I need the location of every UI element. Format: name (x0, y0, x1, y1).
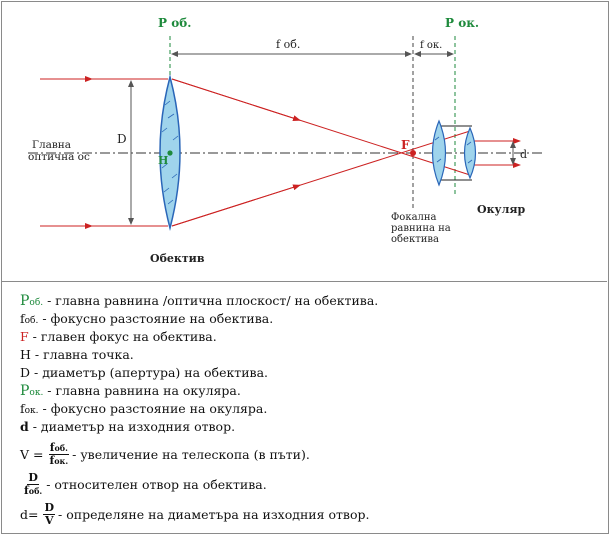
legend-V-fraction: fоб. fок. (48, 441, 69, 467)
legend-sym-H: H (20, 347, 31, 362)
legend-sym-p-ok: Pок. (20, 383, 44, 399)
legend-text-f-ok: - фокусно разстояние на окуляра. (38, 401, 268, 416)
legend-V-lhs: V = (20, 446, 44, 462)
legend-d-fraction: D V (43, 501, 56, 527)
eyepiece-label: Окуляр (477, 203, 525, 216)
legend-row-f-ok: fок. - фокусно разстояние на окуляра. (20, 400, 580, 418)
label-F: F (401, 138, 410, 152)
converging-ray-bottom-arrow (171, 184, 301, 227)
legend-text-d: - диаметър на изходния отвор. (28, 419, 236, 434)
legend-text-p-ok: - главна равнина на окуляра. (43, 383, 241, 398)
H-point (167, 150, 173, 156)
eyepiece (431, 119, 477, 187)
legend-row-relative-aperture: D fоб. - относителен отвор на обектива. (20, 472, 580, 497)
legend-text-rel: - относителен отвор на обектива. (46, 476, 267, 492)
legend-text-p-ob: - главна равнина /оптична плоскост/ на о… (43, 293, 379, 308)
divider (1, 281, 607, 282)
legend-d-lhs: d= (20, 506, 39, 522)
legend-row-d-formula: d= D V - определяне на диаметъра на изхо… (20, 502, 580, 527)
objective-label: Обектив (150, 252, 205, 265)
legend-rel-fraction: D fоб. (24, 471, 43, 497)
converging-ray-top-arrow (171, 78, 301, 122)
focal-plane-line2: равнина на (391, 223, 451, 234)
legend-sym-D: D (20, 365, 31, 380)
eyepiece-lens-1 (431, 119, 447, 187)
legend-text-D: - диаметър (апертура) на обектива. (30, 365, 269, 380)
legend-text-f-ob: - фокусно разстояние на обектива. (38, 311, 274, 326)
label-d: d (520, 148, 527, 161)
axis-label-line2: оптична ос (28, 151, 90, 163)
legend-sym-f-ob: fоб. (20, 311, 39, 326)
label-p-ob: P об. (158, 16, 191, 30)
telescope-diagram: P об. P ок. f об. f ок. D H F d Главна о… (28, 16, 545, 265)
label-H: H (158, 154, 168, 167)
label-f-ob: f об. (276, 38, 300, 51)
axis-label-line1: Главна (32, 139, 71, 151)
legend-row-V: V = fоб. fок. - увеличение на телескопа … (20, 442, 580, 467)
legend-row-p-ob: Pоб. - главна равнина /оптична плоскост/… (20, 292, 580, 310)
legend-text-F: - главен фокус на обектива. (28, 329, 217, 344)
legend-sym-F: F (20, 329, 29, 344)
legend-text-H: - главна точка. (30, 347, 134, 362)
legend-row-F: F - главен фокус на обектива. (20, 328, 580, 346)
objective-lens-hatching (161, 100, 179, 205)
legend-row-p-ok: Pок. - главна равнина на окуляра. (20, 382, 580, 400)
legend-text-d-formula: - определяне на диаметъра на изходния от… (58, 506, 370, 522)
label-D: D (117, 132, 127, 146)
label-f-ok: f ок. (420, 40, 442, 51)
focal-plane-line3: обектива (391, 234, 439, 245)
legend-sym-d: d (20, 419, 29, 434)
legend-text-V: - увеличение на телескопа (в пъти). (72, 446, 310, 462)
label-p-ok: P ок. (445, 16, 479, 30)
legend: Pоб. - главна равнина /оптична плоскост/… (20, 292, 580, 527)
eyepiece-lens-2 (463, 126, 477, 180)
legend-row-d: d - диаметър на изходния отвор. (20, 418, 580, 436)
legend-row-D: D - диаметър (апертура) на обектива. (20, 364, 580, 382)
focal-plane-line1: Фокална (391, 212, 437, 223)
legend-sym-p-ob: Pоб. (20, 293, 44, 309)
F-point (410, 150, 416, 156)
legend-row-f-ob: fоб. - фокусно разстояние на обектива. (20, 310, 580, 328)
legend-sym-f-ok: fок. (20, 401, 39, 416)
legend-row-H: H - главна точка. (20, 346, 580, 364)
